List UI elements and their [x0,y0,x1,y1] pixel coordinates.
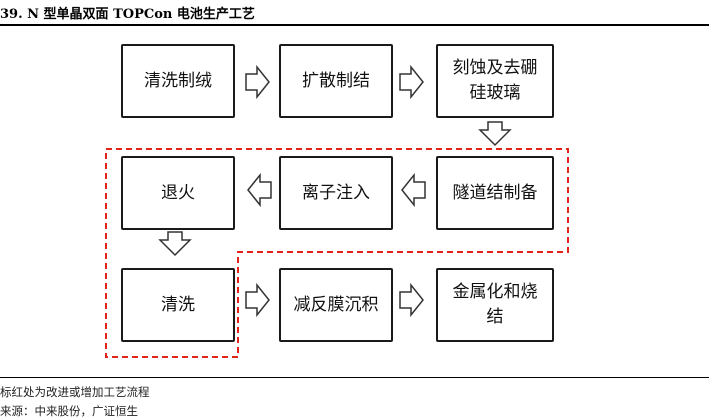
node-tunnel-junction: 隧道结制备 [436,156,554,230]
node-label-line2: 结 [486,307,504,327]
node-label: 减反膜沉积 [293,294,379,315]
node-label-line2: 硅玻璃 [469,83,521,103]
note-source: 来源：中来股份，广证恒生 [0,404,138,418]
node-label: 隧道结制备 [452,182,538,203]
node-anneal: 退火 [121,156,235,230]
top-rule [0,24,709,26]
node-label: 清洗制绒 [144,70,212,91]
arrow-right-icon [399,64,424,100]
arrow-down-icon [478,121,512,147]
node-ar-deposition: 减反膜沉积 [279,268,393,342]
bottom-rule [0,377,709,378]
arrow-right-icon [245,282,270,318]
arrow-right-icon [399,282,424,318]
arrow-left-icon [247,172,272,208]
arrow-left-icon [401,172,426,208]
node-metallization: 金属化和烧 结 [436,268,554,342]
arrow-right-icon [245,64,270,100]
node-ion-implant: 离子注入 [279,156,393,230]
node-label: 离子注入 [302,182,370,203]
node-label: 扩散制结 [302,70,370,91]
node-clean: 清洗 [121,268,235,342]
highlight-dashed-outline [105,148,569,358]
note-highlight: 标红处为改进或增加工艺流程 [0,385,150,399]
node-diffusion: 扩散制结 [279,44,393,118]
node-etch-deboron: 刻蚀及去硼 硅玻璃 [436,44,554,118]
arrow-down-icon [158,231,192,257]
figure-title: 39. N 型单晶双面 TOPCon 电池生产工艺 [0,7,255,22]
node-label: 清洗 [161,294,195,315]
node-label-line1: 金属化和烧 [452,282,538,302]
node-label: 退火 [161,182,195,203]
node-clean-texture: 清洗制绒 [121,44,235,118]
node-label-line1: 刻蚀及去硼 [452,58,538,78]
